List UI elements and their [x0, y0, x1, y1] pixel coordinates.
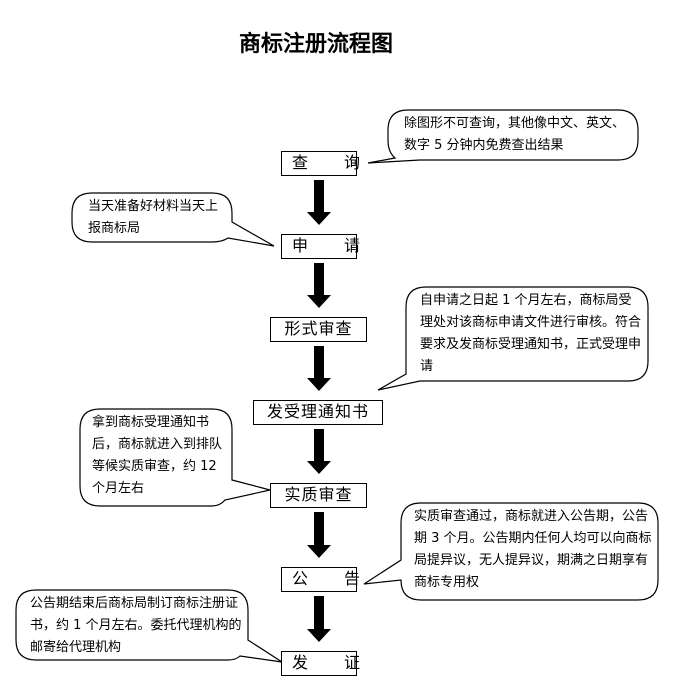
note-bubble-certificate	[15, 589, 283, 663]
note-bubble-queue	[79, 408, 271, 507]
note-bubble-formal-review	[377, 286, 649, 391]
step-search: 查 询	[281, 151, 360, 176]
note-announce: 实质审查通过，商标就进入公告期，公告期 3 个月。公告期内任何人均可以向商标局提…	[414, 509, 652, 590]
note-queue: 拿到商标受理通知书后，商标就进入到排队等候实质审查，约 12 个月左右	[92, 415, 223, 496]
page-title: 商标注册流程图	[238, 32, 393, 57]
note-apply: 当天准备好材料当天上报商标局	[88, 199, 219, 236]
note-bubble-apply	[71, 192, 275, 247]
note-certificate: 公告期结束后商标局制订商标注册证书，约 1 个月左右。委托代理机构的邮寄给代理机…	[30, 596, 242, 655]
step-announcement: 公 告	[281, 567, 360, 592]
step-certificate: 发 证	[281, 651, 360, 676]
down-arrow-6	[307, 596, 331, 642]
step-formal-review: 形式审查	[270, 317, 367, 342]
step-receipt-notice: 发受理通知书	[253, 400, 383, 425]
note-bubble-announce	[363, 502, 659, 601]
down-arrow-4	[307, 429, 331, 474]
note-formal-review: 自申请之日起 1 个月左右，商标局受理处对该商标申请文件进行审核。符合要求及发商…	[420, 293, 642, 374]
note-bubble-search	[367, 109, 639, 164]
note-search: 除图形不可查询，其他像中文、英文、数字 5 分钟内免费查出结果	[404, 116, 626, 153]
down-arrow-2	[307, 263, 331, 308]
step-apply: 申 请	[281, 234, 360, 259]
down-arrow-3	[307, 346, 331, 391]
down-arrow-5	[307, 512, 331, 558]
step-substantive-review: 实质审查	[270, 483, 367, 508]
down-arrow-1	[307, 180, 331, 225]
